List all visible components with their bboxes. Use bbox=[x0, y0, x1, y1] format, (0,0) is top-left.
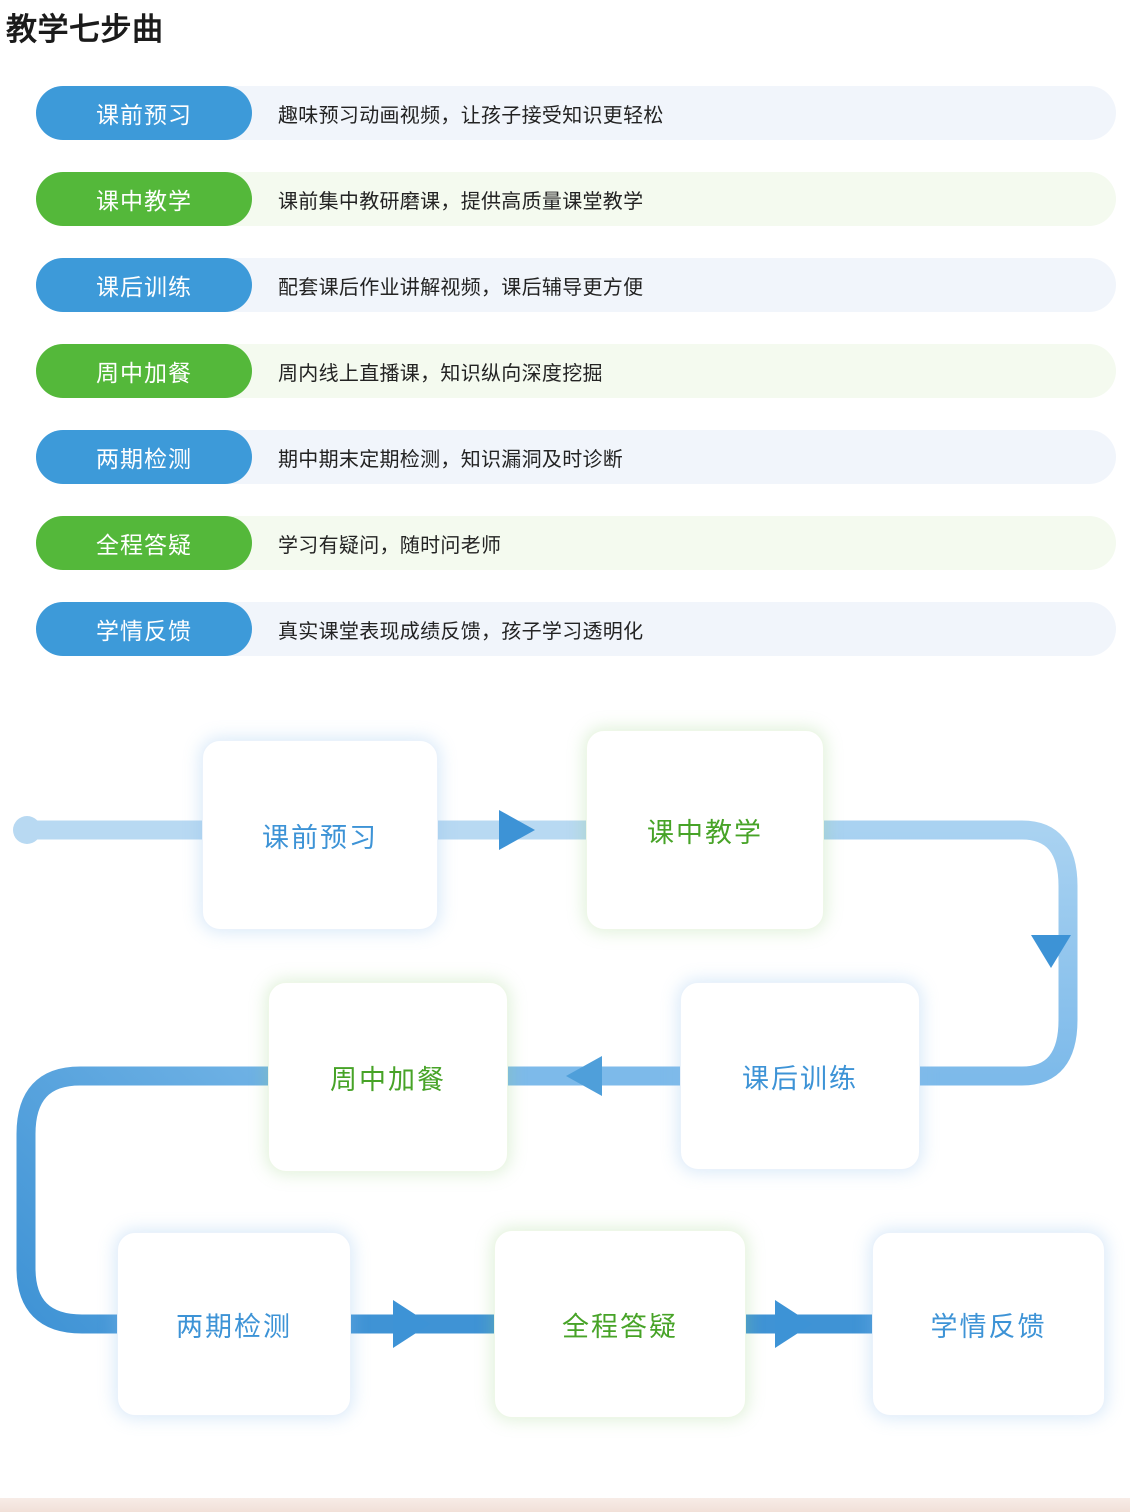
flow-diagram: 课前预习 课中教学 课后训练 周中加餐 两期检测 全程答疑 学情反馈 bbox=[0, 672, 1130, 1452]
flow-node-7[interactable]: 学情反馈 bbox=[872, 1232, 1105, 1416]
list-item[interactable]: 全程答疑 学习有疑问，随时问老师 bbox=[36, 516, 1116, 570]
list-item[interactable]: 课中教学 课前集中教研磨课，提供高质量课堂教学 bbox=[36, 172, 1116, 226]
list-item[interactable]: 课前预习 趣味预习动画视频，让孩子接受知识更轻松 bbox=[36, 86, 1116, 140]
bottom-accent-strip bbox=[0, 1498, 1130, 1512]
step-list: 课前预习 趣味预习动画视频，让孩子接受知识更轻松 课中教学 课前集中教研磨课，提… bbox=[36, 86, 1116, 688]
step-description: 趣味预习动画视频，让孩子接受知识更轻松 bbox=[278, 104, 664, 127]
arrow-right-icon bbox=[775, 1300, 812, 1348]
step-badge: 全程答疑 bbox=[36, 516, 252, 570]
step-badge: 学情反馈 bbox=[36, 602, 252, 656]
flow-node-2[interactable]: 课中教学 bbox=[586, 730, 824, 930]
step-badge: 课中教学 bbox=[36, 172, 252, 226]
step-badge: 课后训练 bbox=[36, 258, 252, 312]
step-description: 期中期末定期检测，知识漏洞及时诊断 bbox=[278, 448, 624, 471]
list-item[interactable]: 周中加餐 周内线上直播课，知识纵向深度挖掘 bbox=[36, 344, 1116, 398]
flow-node-4[interactable]: 周中加餐 bbox=[268, 982, 508, 1172]
step-description: 真实课堂表现成绩反馈，孩子学习透明化 bbox=[278, 620, 644, 643]
step-description: 周内线上直播课，知识纵向深度挖掘 bbox=[278, 362, 603, 385]
step-badge: 两期检测 bbox=[36, 430, 252, 484]
flow-connectors bbox=[13, 810, 1078, 1348]
step-description: 学习有疑问，随时问老师 bbox=[278, 534, 502, 557]
arrow-down-icon bbox=[1031, 935, 1071, 968]
step-description: 配套课后作业讲解视频，课后辅导更方便 bbox=[278, 276, 644, 299]
flow-node-1[interactable]: 课前预习 bbox=[202, 740, 438, 930]
list-item[interactable]: 两期检测 期中期末定期检测，知识漏洞及时诊断 bbox=[36, 430, 1116, 484]
connector-2-to-3 bbox=[820, 820, 1078, 1086]
flow-node-5[interactable]: 两期检测 bbox=[117, 1232, 351, 1416]
list-item[interactable]: 学情反馈 真实课堂表现成绩反馈，孩子学习透明化 bbox=[36, 602, 1116, 656]
arrow-right-icon bbox=[393, 1300, 430, 1348]
step-description: 课前集中教研磨课，提供高质量课堂教学 bbox=[278, 190, 644, 213]
arrow-left-icon bbox=[566, 1056, 602, 1096]
page-title: 教学七步曲 bbox=[6, 12, 164, 47]
connector-4-to-5 bbox=[16, 1066, 270, 1334]
step-badge: 周中加餐 bbox=[36, 344, 252, 398]
step-badge: 课前预习 bbox=[36, 86, 252, 140]
list-item[interactable]: 课后训练 配套课后作业讲解视频，课后辅导更方便 bbox=[36, 258, 1116, 312]
arrow-right-icon bbox=[499, 810, 535, 850]
flow-node-3[interactable]: 课后训练 bbox=[680, 982, 920, 1170]
flow-node-6[interactable]: 全程答疑 bbox=[494, 1230, 746, 1418]
